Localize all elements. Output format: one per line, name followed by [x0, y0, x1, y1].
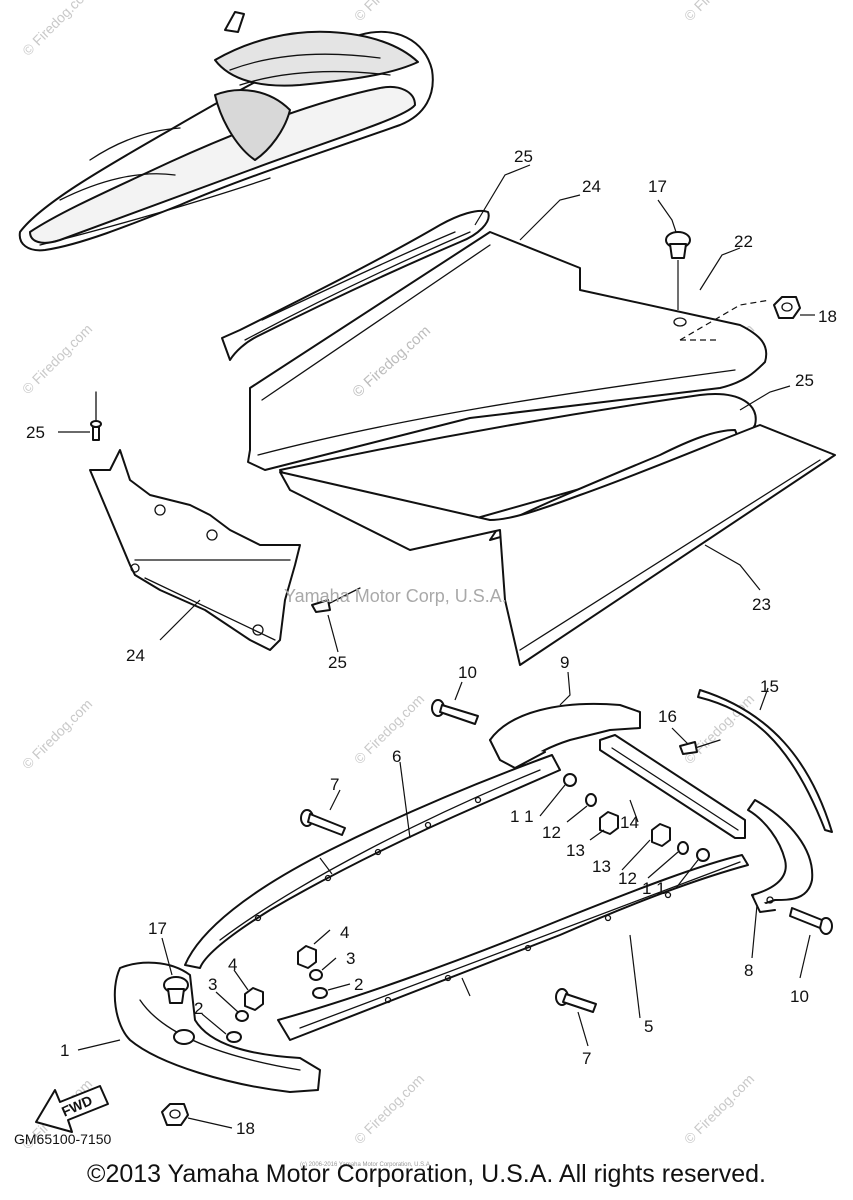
callout-19: 22	[734, 232, 753, 251]
hardware-small	[226, 773, 710, 1043]
callout-16: 16	[658, 707, 677, 726]
leader-lines	[58, 164, 815, 1129]
watermark-side: © Firedog.com	[681, 1071, 757, 1147]
part-18-nut-lower	[161, 1103, 189, 1126]
callout-3-left: 3	[208, 975, 217, 994]
part-23-mat	[221, 209, 490, 361]
watermark-side: © Firedog.com	[19, 321, 95, 397]
part-18-nut	[773, 296, 801, 319]
side-watermarks: © Firedog.com	[19, 0, 95, 59]
callout-20: 23	[752, 595, 771, 614]
callout-10-upper: 10	[458, 663, 477, 682]
part-16-rivet	[679, 739, 721, 755]
callout-4-left: 4	[228, 955, 237, 974]
part-8-bumper	[747, 799, 814, 913]
callout-23: 25	[514, 147, 533, 166]
callout-1: 1	[60, 1041, 69, 1060]
part-24-bracket	[89, 449, 301, 651]
part-7-bolt-upper	[300, 809, 346, 836]
copyright-notice: ©2013 Yamaha Motor Corporation, U.S.A. A…	[87, 1160, 766, 1188]
watermark-side: © Firedog.com	[351, 0, 427, 24]
callout-labels: 25 24 17 22 18 25 23 25 25 24 25 10 9 15…	[26, 147, 837, 1138]
callout-13-upper: 13	[566, 841, 585, 860]
part-25-rivet-upper	[90, 391, 102, 441]
callout-7-upper: 7	[330, 775, 339, 794]
diagram-code: GM65100-7150	[14, 1131, 112, 1147]
callout-17-lower: 17	[148, 919, 167, 938]
part-14-crossbar	[599, 734, 746, 839]
part-10-bolt-lower	[789, 907, 833, 935]
part-21-panel	[247, 231, 768, 471]
callout-17: 17	[648, 177, 667, 196]
callout-22: 25	[795, 371, 814, 390]
part-6-rail	[184, 754, 561, 969]
watermark-side: © Firedog.com	[351, 691, 427, 767]
part-19-plate	[673, 299, 771, 341]
callout-21: 24	[582, 177, 601, 196]
callout-7-lower: 7	[582, 1049, 591, 1068]
callout-3-right: 3	[346, 949, 355, 968]
watermark-side: © Firedog.com	[351, 1071, 427, 1147]
watermark-side: © Firedog.com	[19, 0, 95, 59]
callout-12-upper: 12	[542, 823, 561, 842]
callout-10-lower: 10	[790, 987, 809, 1006]
tiny-copyright: (c) 2006-2016 Yamaha Motor Corporation, …	[300, 1162, 432, 1168]
watermark-side: © Firedog.com	[681, 0, 757, 24]
part-15-strip	[697, 689, 833, 833]
part-17-grommet-lower	[163, 976, 189, 1004]
part-10-bolt-upper	[431, 699, 479, 725]
callout-12-lower: 12	[618, 869, 637, 888]
watermark-side: © Firedog.com	[19, 696, 95, 772]
callout-25-lower: 25	[328, 653, 347, 672]
callout-2-left: 2	[194, 999, 203, 1018]
callout-14: 14	[620, 813, 639, 832]
watercraft-overview	[18, 11, 434, 252]
callout-13-lower: 13	[592, 857, 611, 876]
part-25-rivet-lower	[311, 587, 361, 613]
callout-24: 24	[126, 646, 145, 665]
callout-11-upper: 1 1	[510, 807, 534, 826]
part-17-grommet	[665, 231, 691, 310]
callout-18-lower: 18	[236, 1119, 255, 1138]
part-7-bolt-lower	[555, 988, 597, 1013]
callout-4-right: 4	[340, 923, 349, 942]
part-20-panel	[279, 424, 836, 666]
callout-6: 6	[392, 747, 401, 766]
part-5-rail	[277, 854, 749, 1041]
callout-2-right: 2	[354, 975, 363, 994]
callout-8: 8	[744, 961, 753, 980]
callout-11-lower: 1 1	[642, 879, 666, 898]
part-9-bracket	[489, 702, 641, 769]
callout-15: 15	[760, 677, 779, 696]
part-1-bumper	[113, 961, 321, 1093]
callout-5: 5	[644, 1017, 653, 1036]
callout-18: 18	[818, 307, 837, 326]
watermark-center-2: Yamaha Motor Corp, U.S.A.	[284, 586, 507, 606]
callout-25-upper: 25	[26, 423, 45, 442]
callout-9: 9	[560, 653, 569, 672]
